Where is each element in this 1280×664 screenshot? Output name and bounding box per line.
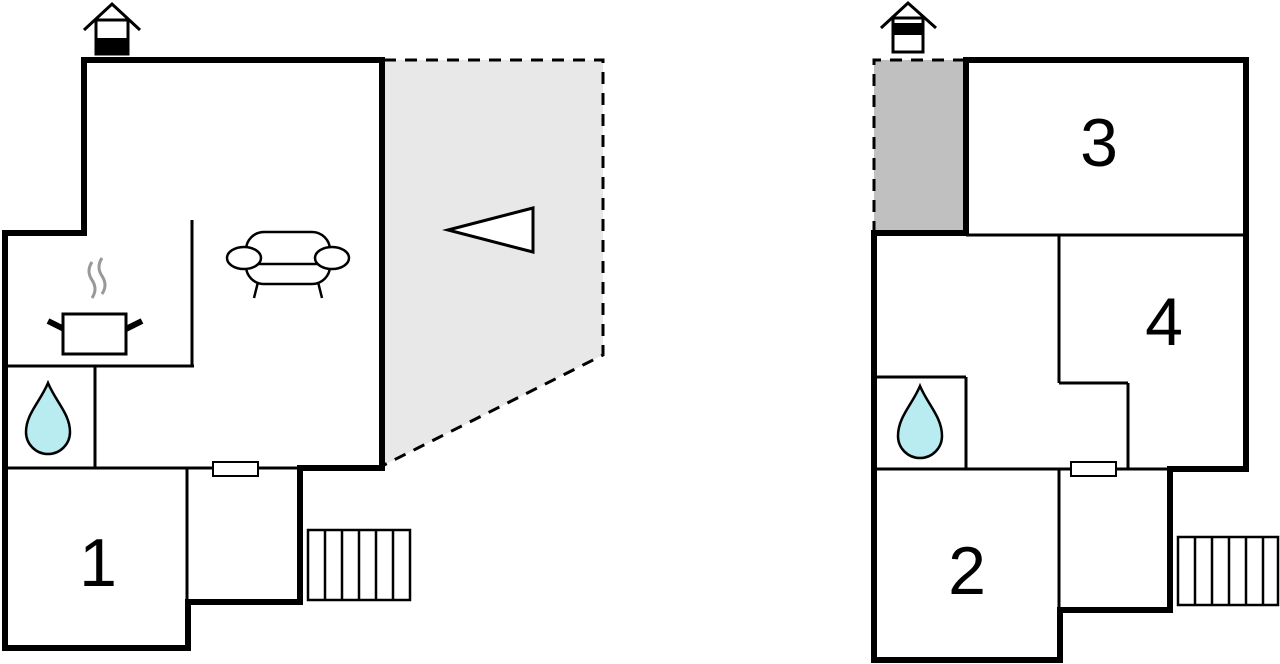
entrance-house-icon [879,0,937,54]
void-dashed-border [872,58,966,233]
kitchen-pot-icon [46,257,144,356]
terrace-dashed-border [383,58,605,467]
window-marker [212,461,259,477]
stairs-icon [1176,535,1280,607]
entrance-house-icon [82,1,142,56]
sofa-icon [225,230,351,299]
room-label-4: 4 [1145,284,1183,360]
bathroom-water-drop-icon [24,379,72,456]
stairs-icon [306,528,412,602]
interior-walls [877,233,1246,610]
window-marker [1070,461,1117,477]
floor-upper: 2 3 4 [871,0,1280,663]
floor-ground: 1 [2,1,605,651]
bathroom-water-drop-icon [896,382,944,460]
terrace-direction-arrow-icon [442,206,535,254]
room-label-1: 1 [79,525,117,601]
room-label-3: 3 [1080,105,1118,181]
terrace-area [384,60,603,465]
room-label-2: 2 [948,533,986,609]
void-area [874,60,966,233]
